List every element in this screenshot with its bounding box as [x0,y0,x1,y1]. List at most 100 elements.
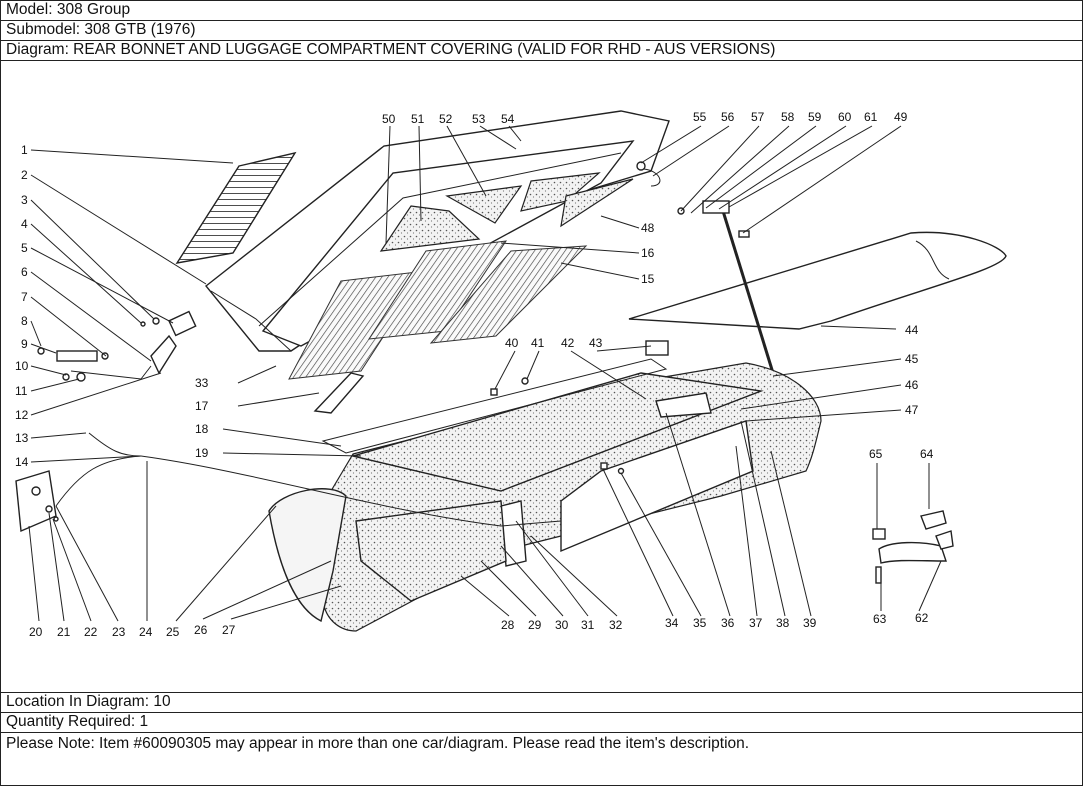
callout-19: 19 [195,446,209,460]
callout-41: 41 [531,336,545,350]
callout-40: 40 [505,336,519,350]
callout-59: 59 [808,110,822,124]
lower-trim-28 [355,500,507,602]
callout-13: 13 [15,431,29,445]
callout-11: 11 [15,384,28,398]
diagram-svg: 1 2 3 4 5 6 7 8 9 10 11 12 13 14 15 16 1… [15,110,1007,639]
callout-35: 35 [693,616,707,630]
callout-6: 6 [21,265,28,279]
pad-48 [560,178,634,228]
support-strut [721,210,775,374]
pad-52 [445,185,523,224]
callout-14: 14 [15,455,29,469]
callout-38: 38 [776,616,790,630]
callout-64: 64 [920,447,934,461]
callout-39: 39 [803,616,817,630]
callout-27: 27 [222,623,236,637]
callout-20: 20 [29,625,43,639]
leader-lines [28,125,902,622]
callout-24: 24 [139,625,153,639]
callout-48: 48 [641,221,655,235]
model-label: Model: 308 Group [6,1,131,18]
side-liner-25 [268,488,347,623]
callout-60: 60 [838,110,852,124]
callout-45: 45 [905,352,919,366]
callout-57: 57 [751,110,765,124]
pad-51 [379,205,481,252]
callout-23: 23 [112,625,126,639]
callout-58: 58 [781,110,795,124]
diagram-title: Diagram: REAR BONNET AND LUGGAGE COMPART… [6,41,776,58]
callout-52: 52 [439,112,453,126]
callout-10: 10 [15,359,29,373]
callout-53: 53 [472,112,486,126]
callout-54: 54 [501,112,515,126]
note-text: Please Note: Item #60090305 may appear i… [6,735,750,752]
callout-47: 47 [905,403,919,417]
callout-4: 4 [21,217,28,231]
callout-31: 31 [581,618,595,632]
callout-8: 8 [21,314,28,328]
callout-18: 18 [195,422,209,436]
callout-12: 12 [15,408,29,422]
callout-21: 21 [57,625,71,639]
rear-window-panel [628,231,1007,330]
hinge-arm [150,334,177,375]
submodel-row: Submodel: 308 GTB (1976) [1,21,1082,41]
callout-9: 9 [21,337,28,351]
callout-3: 3 [21,193,28,207]
side-panel-37 [560,420,754,553]
mesh-panel-left [288,270,428,380]
callout-17: 17 [195,399,209,413]
callout-49: 49 [894,110,908,124]
hinge-bracket [168,310,197,337]
callout-34: 34 [665,616,679,630]
note-row: Please Note: Item #60090305 may appear i… [1,733,1082,785]
louver-grill [175,151,297,264]
callout-33: 33 [195,376,209,390]
callout-46: 46 [905,378,919,392]
quantity-row: Quantity Required: 1 [1,713,1082,733]
pin-63 [875,566,882,584]
callout-51: 51 [411,112,425,126]
callout-5: 5 [21,241,28,255]
callout-28: 28 [501,618,515,632]
compartment-lid-rail [321,358,668,454]
strap-62 [878,541,947,564]
latch-bracket [15,470,57,533]
callout-43: 43 [589,336,603,350]
callout-63: 63 [873,612,887,626]
callout-36: 36 [721,616,735,630]
model-row: Model: 308 Group [1,1,1082,21]
diagram-title-row: Diagram: REAR BONNET AND LUGGAGE COMPART… [1,41,1082,61]
hinge-plate [56,350,98,362]
callout-65: 65 [869,447,883,461]
callout-62: 62 [915,611,929,625]
location-row: Location In Diagram: 10 [1,693,1082,713]
callout-16: 16 [641,246,655,260]
callout-37: 37 [749,616,763,630]
callout-30: 30 [555,618,569,632]
quantity-label: Quantity Required: 1 [6,713,149,730]
strip-17 [313,372,365,414]
location-label: Location In Diagram: 10 [6,693,171,710]
lock-43 [645,340,669,356]
callout-labels: 1 2 3 4 5 6 7 8 9 10 11 12 13 14 15 16 1… [15,110,934,639]
callout-61: 61 [864,110,878,124]
callout-2: 2 [21,168,28,182]
exploded-diagram: 1 2 3 4 5 6 7 8 9 10 11 12 13 14 15 16 1… [1,61,1082,693]
callout-50: 50 [382,112,396,126]
release-cable [88,432,562,527]
callout-32: 32 [609,618,623,632]
callout-26: 26 [194,623,208,637]
lock-46 [655,392,712,418]
callout-42: 42 [561,336,575,350]
clip-64 [920,510,947,530]
callout-55: 55 [693,110,707,124]
submodel-label: Submodel: 308 GTB (1976) [6,21,196,38]
callout-1: 1 [21,143,28,157]
callout-44: 44 [905,323,919,337]
callout-29: 29 [528,618,542,632]
clip-65 [872,528,886,540]
callout-7: 7 [21,290,28,304]
